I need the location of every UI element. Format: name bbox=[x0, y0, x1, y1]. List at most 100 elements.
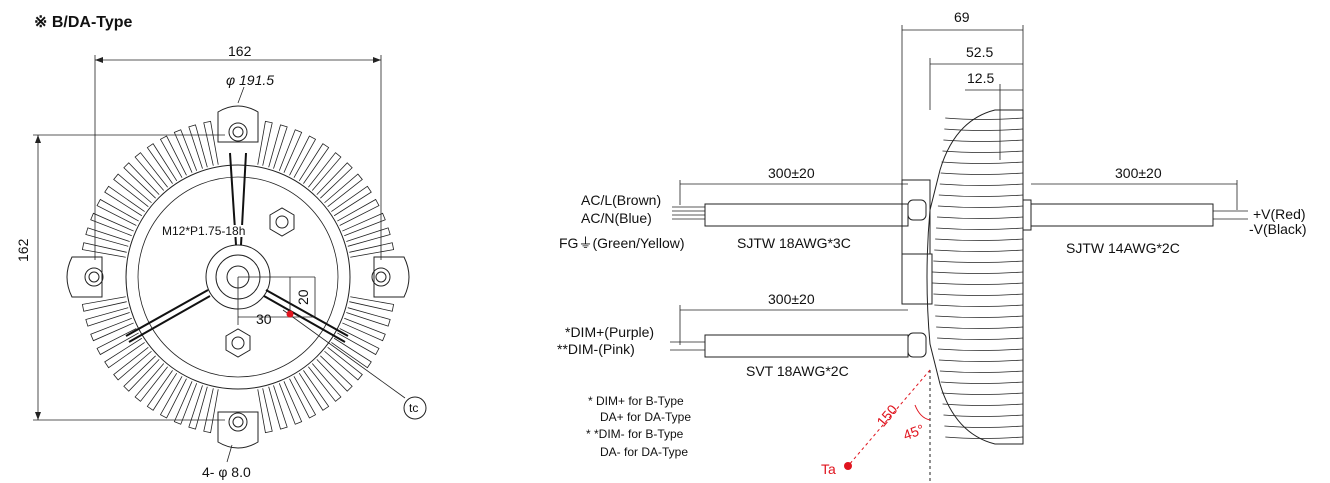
side-view bbox=[670, 25, 1248, 483]
side-fin bbox=[936, 227, 1024, 230]
side-fin bbox=[943, 414, 1024, 417]
mount-ear-top bbox=[217, 105, 259, 143]
fin bbox=[96, 198, 139, 226]
fin bbox=[337, 328, 380, 356]
side-fin bbox=[937, 205, 1024, 208]
heatsink-side-fins bbox=[932, 117, 1024, 439]
side-fin bbox=[944, 128, 1024, 131]
fin bbox=[316, 355, 353, 392]
fin bbox=[159, 135, 187, 178]
side-fin bbox=[937, 348, 1024, 351]
fin bbox=[134, 152, 168, 191]
dim-gland bbox=[907, 332, 927, 358]
ac-length-dim bbox=[679, 180, 908, 205]
fin bbox=[188, 385, 208, 430]
ac-l-label: AC/L(Brown) bbox=[581, 192, 662, 208]
offset-v-label: 20 bbox=[295, 289, 311, 305]
dim-52-label: 52.5 bbox=[966, 44, 994, 60]
fin bbox=[104, 185, 145, 217]
fin bbox=[331, 337, 372, 369]
side-fin bbox=[941, 392, 1024, 395]
fin bbox=[203, 388, 219, 434]
fin bbox=[278, 381, 303, 425]
side-fin bbox=[935, 315, 1024, 318]
dim-69-line bbox=[901, 25, 1024, 180]
fin bbox=[188, 124, 208, 169]
note-3: * *DIM- for B-Type bbox=[586, 427, 684, 441]
ac-n-label: AC/N(Blue) bbox=[581, 210, 652, 226]
fin bbox=[349, 296, 395, 312]
heatsink-fins bbox=[81, 120, 395, 434]
side-fin bbox=[939, 370, 1024, 373]
width-dim-line bbox=[94, 55, 382, 260]
ta-label: Ta bbox=[821, 461, 836, 477]
fin bbox=[278, 129, 303, 173]
side-fin bbox=[940, 172, 1024, 175]
fin bbox=[173, 381, 198, 425]
side-fin bbox=[939, 183, 1024, 186]
ac-gland bbox=[907, 199, 927, 221]
side-fin bbox=[934, 249, 1024, 252]
dim-wires bbox=[670, 341, 705, 351]
hex-nut-bottom bbox=[225, 328, 251, 358]
front-view bbox=[33, 55, 427, 463]
inner-ring bbox=[125, 164, 351, 390]
fin bbox=[349, 242, 395, 258]
page-title: ※ B/DA-Type bbox=[34, 14, 133, 31]
side-fin bbox=[937, 337, 1024, 340]
offset-h-label: 30 bbox=[256, 311, 272, 327]
dim-length-dim bbox=[679, 305, 908, 345]
note-4: DA- for DA-Type bbox=[600, 445, 689, 459]
fin bbox=[146, 370, 178, 411]
fg-label: FG⏚(Green/Yellow) bbox=[559, 235, 685, 251]
side-fin bbox=[938, 359, 1024, 362]
side-fin bbox=[942, 150, 1024, 153]
width-dim-label: 162 bbox=[228, 43, 252, 59]
dim-69-label: 69 bbox=[954, 9, 970, 25]
side-fin bbox=[938, 194, 1024, 197]
dim-12-line bbox=[965, 84, 1023, 160]
fin bbox=[113, 347, 152, 381]
fin bbox=[324, 173, 363, 207]
fin bbox=[342, 212, 386, 237]
ac-cable bbox=[704, 203, 909, 227]
side-fin bbox=[941, 161, 1024, 164]
fin bbox=[203, 120, 219, 166]
ta-point bbox=[844, 462, 852, 470]
note-1: * DIM+ for B-Type bbox=[588, 394, 684, 408]
fin bbox=[346, 307, 391, 327]
side-fin bbox=[933, 260, 1024, 263]
tc-offset-lines bbox=[237, 276, 316, 325]
fin bbox=[146, 143, 178, 184]
tc-point bbox=[286, 310, 294, 318]
tc-leader bbox=[282, 309, 406, 399]
fin bbox=[159, 376, 187, 419]
fin bbox=[134, 363, 168, 402]
mount-ear-bottom bbox=[217, 411, 259, 449]
dim-cable-label: SVT 18AWG*2C bbox=[746, 363, 849, 379]
fin bbox=[123, 355, 160, 392]
thread-label: M12*P1.75-18h bbox=[162, 224, 246, 238]
side-fin bbox=[935, 238, 1024, 241]
side-fin bbox=[944, 425, 1024, 428]
tc-label: tc bbox=[409, 401, 419, 415]
dim-minus-label: **DIM-(Pink) bbox=[557, 341, 635, 357]
side-fin bbox=[942, 403, 1024, 406]
dim-cable bbox=[704, 334, 909, 358]
inner-ring-2 bbox=[137, 176, 339, 378]
output-wires bbox=[1213, 210, 1248, 220]
fin bbox=[289, 135, 317, 178]
fin bbox=[346, 227, 391, 247]
fin bbox=[308, 152, 342, 191]
out-length-dim bbox=[1031, 180, 1238, 210]
tc-circle bbox=[403, 396, 427, 420]
dim-plus-label: *DIM+(Purple) bbox=[565, 324, 655, 340]
out-length-label: 300±20 bbox=[1115, 165, 1162, 181]
fin bbox=[90, 212, 134, 237]
fin bbox=[308, 363, 342, 402]
fin bbox=[123, 162, 160, 199]
ac-wires bbox=[672, 206, 705, 220]
height-dim-label: 162 bbox=[15, 238, 31, 262]
fin bbox=[85, 307, 130, 327]
